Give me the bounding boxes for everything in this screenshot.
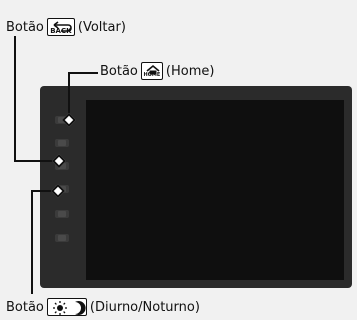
- label-back-word: Botão: [6, 19, 44, 35]
- leader-line-daynight-vertical: [31, 190, 33, 294]
- leader-line-daynight-horizontal: [31, 190, 57, 192]
- bezel-button-5: [55, 210, 69, 218]
- label-back-button: Botão BACK (Voltar): [6, 18, 126, 36]
- device-screen: [86, 100, 344, 280]
- label-day-night-button: Botão (Diurno/Noturno): [6, 298, 200, 316]
- bezel-button-back: [55, 162, 69, 170]
- bezel-button-2: [55, 139, 69, 147]
- label-home-word: Botão: [100, 63, 138, 79]
- label-back-desc: (Voltar): [77, 19, 126, 35]
- back-arrow-icon: BACK: [46, 18, 75, 36]
- head-unit-device: [40, 86, 352, 288]
- label-day-night-desc: (Diurno/Noturno): [89, 299, 200, 315]
- sun-moon-icon: [46, 298, 87, 316]
- bezel-button-6: [55, 234, 69, 242]
- house-icon: HOME: [140, 62, 163, 80]
- label-home-desc: (Home): [165, 63, 215, 79]
- leader-line-home-vertical: [68, 72, 70, 120]
- leader-line-back-vertical: [14, 36, 16, 162]
- home-key-text: HOME: [143, 72, 161, 78]
- back-key-text: BACK: [50, 27, 72, 35]
- leader-line-back-horizontal: [14, 160, 58, 162]
- label-home-button: Botão HOME (Home): [100, 62, 214, 80]
- leader-line-home-horizontal: [68, 72, 98, 74]
- label-day-night-word: Botão: [6, 299, 44, 315]
